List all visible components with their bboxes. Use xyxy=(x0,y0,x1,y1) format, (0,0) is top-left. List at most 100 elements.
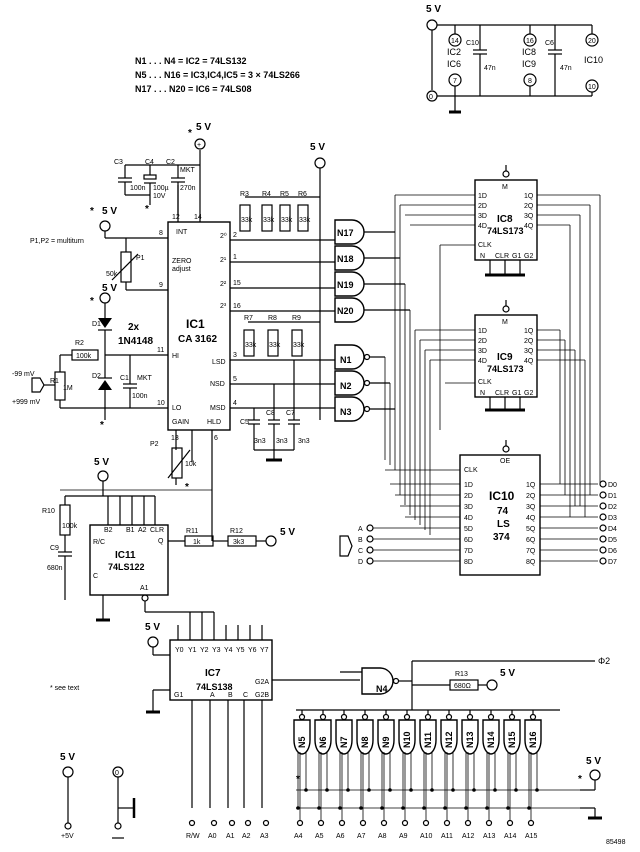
address-pin-a9[interactable] xyxy=(401,819,409,827)
address-label: A9 xyxy=(399,833,408,840)
svg-text:*: * xyxy=(188,128,192,139)
address-pin-a3[interactable] xyxy=(262,819,270,827)
svg-text:N: N xyxy=(480,253,485,260)
address-label: A10 xyxy=(420,833,433,840)
svg-text:C5: C5 xyxy=(240,419,249,426)
svg-text:D5: D5 xyxy=(608,537,617,544)
supply-section: 5 V 0 14 IC2 IC6 7 C10 47n 16 IC8 IC9 8 … xyxy=(426,4,603,114)
p2-potentiometer[interactable] xyxy=(171,447,183,479)
svg-text:G2A: G2A xyxy=(255,679,269,686)
address-pin-a0[interactable] xyxy=(210,819,218,827)
svg-text:8D: 8D xyxy=(464,559,473,566)
input-connector[interactable] xyxy=(339,535,353,557)
svg-text:OE: OE xyxy=(500,458,510,465)
ic11-name: IC11 xyxy=(115,550,136,561)
svg-text:A1: A1 xyxy=(140,585,149,592)
svg-text:20: 20 xyxy=(588,38,596,45)
output-d3[interactable] xyxy=(599,513,607,521)
svg-text:C: C xyxy=(93,573,98,580)
svg-text:1Q: 1Q xyxy=(526,482,536,489)
xor-gate-n14: N14 xyxy=(482,710,500,810)
svg-text:D7: D7 xyxy=(608,559,617,566)
svg-text:Y7: Y7 xyxy=(260,647,269,654)
svg-text:A: A xyxy=(358,526,363,533)
svg-text:1M: 1M xyxy=(63,385,73,392)
address-pin-a8[interactable] xyxy=(380,819,388,827)
svg-text:CLR: CLR xyxy=(495,253,509,260)
address-pin-a1[interactable] xyxy=(228,819,236,827)
ic1-name: IC1 xyxy=(186,317,205,331)
address-pin-a10[interactable] xyxy=(422,819,430,827)
svg-text:16: 16 xyxy=(233,303,241,310)
svg-text:C: C xyxy=(243,692,248,699)
svg-text:G2B: G2B xyxy=(255,692,269,699)
address-pin-a15[interactable] xyxy=(527,819,535,827)
svg-text:CLK: CLK xyxy=(464,467,478,474)
address-pin-a5[interactable] xyxy=(317,819,325,827)
output-d6[interactable] xyxy=(599,546,607,554)
output-d0[interactable] xyxy=(599,480,607,488)
address-pin-a2[interactable] xyxy=(244,819,252,827)
address-pin-a6[interactable] xyxy=(338,819,346,827)
output-d5[interactable] xyxy=(599,535,607,543)
output-d1[interactable] xyxy=(599,491,607,499)
p1-potentiometer[interactable] xyxy=(120,251,132,283)
svg-text:N4: N4 xyxy=(376,684,388,694)
data-inputs: A B C D xyxy=(339,524,460,566)
svg-text:14: 14 xyxy=(194,214,202,221)
svg-text:G2: G2 xyxy=(524,253,533,260)
output-d7[interactable] xyxy=(599,557,607,565)
svg-text:47n: 47n xyxy=(560,65,572,72)
address-pin-a11[interactable] xyxy=(443,819,451,827)
svg-text:3Q: 3Q xyxy=(524,348,534,355)
svg-text:1D: 1D xyxy=(478,193,487,200)
svg-text:2Q: 2Q xyxy=(524,203,534,210)
svg-text:2x: 2x xyxy=(128,322,140,333)
svg-text:1: 1 xyxy=(233,254,237,261)
xor-gate-n16: N16 xyxy=(524,710,542,810)
svg-text:*: * xyxy=(145,204,149,215)
svg-text:Y2: Y2 xyxy=(200,647,209,654)
svg-text:100n: 100n xyxy=(130,185,146,192)
svg-text:5D: 5D xyxy=(464,526,473,533)
svg-text:100n: 100n xyxy=(132,393,148,400)
output-d2[interactable] xyxy=(599,502,607,510)
address-pin-a7[interactable] xyxy=(359,819,367,827)
svg-text:14: 14 xyxy=(451,38,459,45)
svg-text:50k: 50k xyxy=(106,271,118,278)
svg-text:5 V: 5 V xyxy=(94,457,109,468)
svg-text:R3: R3 xyxy=(240,191,249,198)
svg-text:7D: 7D xyxy=(464,548,473,555)
ic8-body xyxy=(474,179,538,261)
address-pin-a13[interactable] xyxy=(485,819,493,827)
address-pin-a12[interactable] xyxy=(464,819,472,827)
svg-text:8: 8 xyxy=(528,78,532,85)
output-d4[interactable] xyxy=(599,524,607,532)
address-pin-r-w[interactable] xyxy=(188,819,196,827)
xor-gate-n12: N12 xyxy=(440,710,458,810)
svg-text:3n3: 3n3 xyxy=(254,438,266,445)
svg-text:0: 0 xyxy=(115,770,119,777)
svg-text:IC9: IC9 xyxy=(522,59,536,69)
svg-text:adjust: adjust xyxy=(172,266,191,273)
ic9-block: M 1D 2D 3D 4D CLK 1Q 2Q 3Q 4Q IC9 74LS17… xyxy=(474,300,585,412)
xor-gate-n13: N13 xyxy=(461,710,479,810)
address-label: A6 xyxy=(336,833,345,840)
svg-text:Q: Q xyxy=(158,538,164,545)
svg-text:R12: R12 xyxy=(230,528,243,535)
svg-text:5 V: 5 V xyxy=(500,668,515,679)
input-network: * 5 V P1 50k * 5 V D1 2x 1N4148 R2 100k … xyxy=(12,206,153,431)
svg-text:B: B xyxy=(358,537,363,544)
address-pin-a14[interactable] xyxy=(506,819,514,827)
svg-text:C6: C6 xyxy=(545,40,554,47)
voltage-input-connector[interactable] xyxy=(31,377,45,393)
ic8-part: 74LS173 xyxy=(487,226,524,236)
svg-text:D2: D2 xyxy=(608,504,617,511)
xor-gate-label: N10 xyxy=(402,731,412,748)
svg-text:4Q: 4Q xyxy=(524,358,534,365)
address-pin-a4[interactable] xyxy=(296,819,304,827)
svg-text:+999 mV: +999 mV xyxy=(12,399,41,406)
svg-text:6D: 6D xyxy=(464,537,473,544)
address-label: A2 xyxy=(242,833,251,840)
